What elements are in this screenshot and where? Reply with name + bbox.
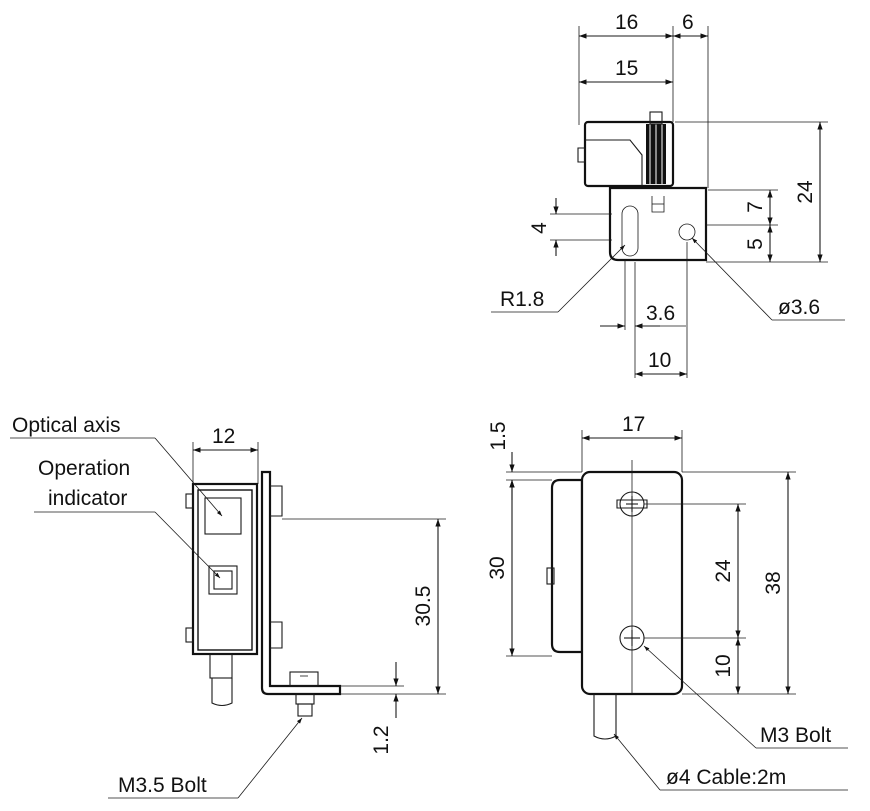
dim-width-total: 16 — [615, 11, 638, 34]
dim-height-total: 24 — [794, 180, 817, 204]
dim-width-side: 12 — [212, 425, 235, 448]
label-slot-radius: R1.8 — [500, 288, 544, 311]
dim-hole-offset: 7 — [744, 201, 767, 213]
dim-thickness-side: 1.2 — [370, 725, 393, 754]
label-operation-line1: Operation — [38, 457, 130, 480]
dim-bolt-spacing-front: 24 — [712, 559, 735, 583]
dim-bolt-bottom-front: 10 — [712, 654, 735, 677]
dim-width-front: 17 — [622, 413, 645, 436]
dim-slot-width: 3.6 — [646, 302, 675, 325]
dim-height-left-front: 30 — [486, 556, 509, 579]
top-view: 16 6 15 24 7 5 4 R1.8 3.6 10 ø3.6 — [491, 11, 845, 378]
sensor-body-front — [546, 460, 684, 740]
dim-height-side: 30.5 — [412, 586, 435, 627]
dim-height-total-front: 38 — [762, 571, 785, 594]
label-cable-front: ø4 Cable:2m — [666, 766, 786, 789]
label-bolt-side: M3.5 Bolt — [118, 774, 207, 797]
sensor-head — [577, 111, 675, 188]
dim-slot-height: 4 — [528, 222, 551, 234]
label-bolt-front: M3 Bolt — [760, 724, 831, 747]
dim-hole-bottom: 5 — [744, 238, 767, 250]
dim-width-body: 15 — [615, 57, 638, 80]
dim-width-offset: 6 — [682, 11, 694, 34]
sensor-body-side — [185, 482, 259, 707]
front-view: 17 1.5 30 24 10 38 M3 Bolt ø4 Cable:2m — [486, 413, 848, 791]
label-optical-axis: Optical axis — [12, 414, 121, 437]
label-operation-line2: indicator — [48, 487, 127, 510]
mounting-bracket-top — [608, 186, 708, 262]
mounting-bracket-side — [260, 470, 342, 717]
side-view: 12 Optical axis Operation indicator 30.5… — [10, 414, 446, 799]
label-hole-diameter: ø3.6 — [778, 296, 820, 319]
dim-offset-top-front: 1.5 — [487, 421, 510, 450]
dim-hole-spacing: 10 — [648, 349, 671, 372]
